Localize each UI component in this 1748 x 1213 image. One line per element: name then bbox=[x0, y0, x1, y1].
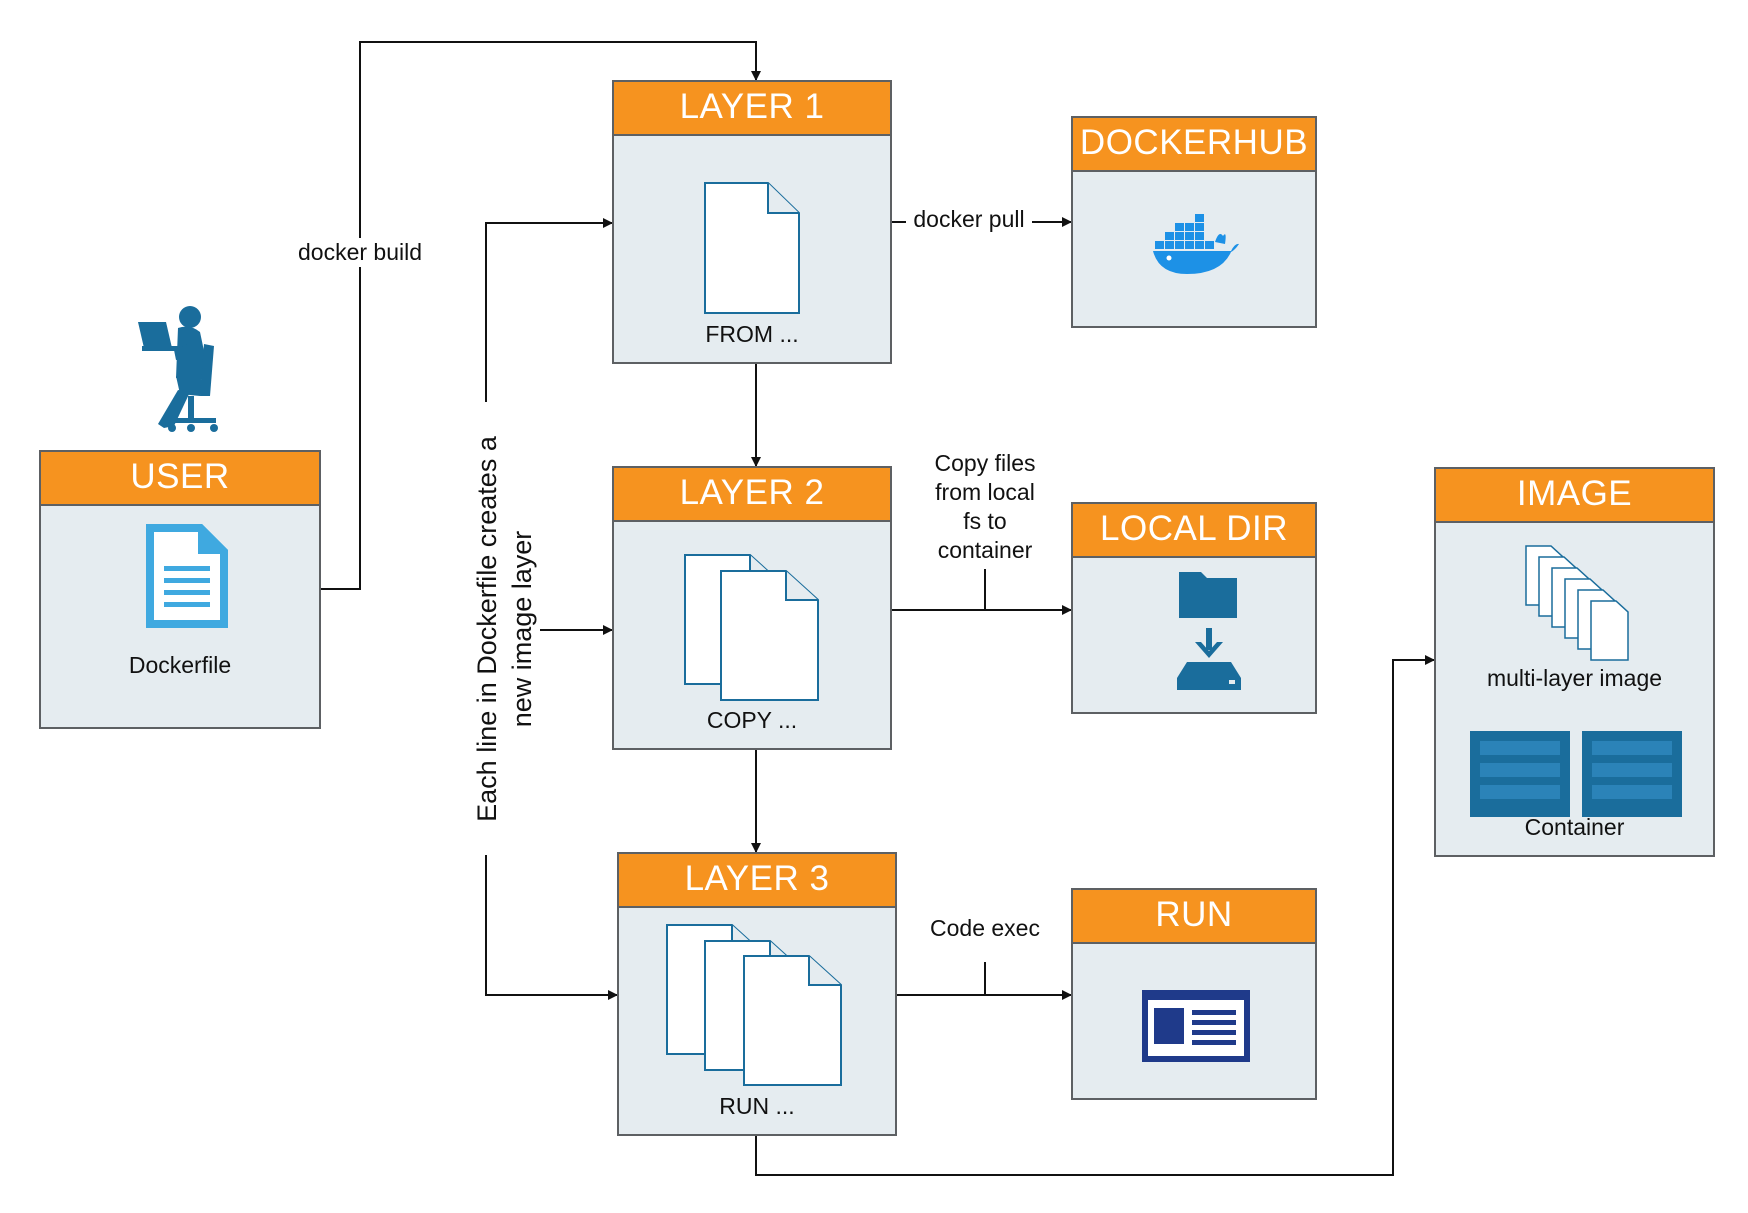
layer2-caption: COPY ... bbox=[706, 707, 798, 733]
label-docker-build: docker build bbox=[286, 238, 434, 267]
layer3-title: LAYER 3 bbox=[619, 854, 895, 908]
label-code-exec: Code exec bbox=[915, 914, 1055, 943]
edge-each-line-layer3 bbox=[485, 855, 618, 1000]
layer1-caption: FROM ... bbox=[705, 321, 799, 347]
edge-layer3-image bbox=[755, 655, 1435, 1176]
edge-each-line-layer1 bbox=[485, 218, 613, 402]
file-stack-icon bbox=[666, 924, 842, 1086]
label-copy-files-line1: Copy files bbox=[934, 450, 1036, 476]
person-at-laptop-icon bbox=[138, 306, 218, 432]
image-title: IMAGE bbox=[1436, 469, 1713, 523]
user-caption: Dockerfile bbox=[128, 652, 232, 678]
run-title: RUN bbox=[1073, 890, 1315, 944]
layer1-box[interactable]: LAYER 1 FROM ... bbox=[612, 80, 892, 364]
folder-download-icon bbox=[1177, 572, 1241, 690]
docker-whale-icon bbox=[1153, 214, 1239, 274]
localdir-title: LOCAL DIR bbox=[1073, 504, 1315, 558]
label-each-line: Each line in Dockerfile creates a new im… bbox=[470, 419, 540, 839]
label-copy-files-line3: fs to bbox=[963, 508, 1007, 534]
application-window-icon bbox=[1142, 990, 1250, 1062]
document-icon bbox=[146, 524, 228, 628]
image-caption-multilayer: multi-layer image bbox=[1436, 665, 1713, 692]
user-title: USER bbox=[41, 452, 319, 506]
localdir-box[interactable]: LOCAL DIR bbox=[1071, 502, 1317, 714]
layer3-caption: RUN ... bbox=[719, 1093, 795, 1119]
label-each-line-1: Each line in Dockerfile creates a bbox=[472, 436, 502, 822]
container-icon bbox=[1470, 731, 1682, 817]
layer1-title: LAYER 1 bbox=[614, 82, 890, 136]
label-copy-files-line2: from local bbox=[935, 479, 1035, 505]
layer2-title: LAYER 2 bbox=[614, 468, 890, 522]
layer2-box[interactable]: LAYER 2 COPY ... bbox=[612, 466, 892, 750]
label-each-line-2: new image layer bbox=[507, 530, 537, 728]
label-copy-files-line4: container bbox=[937, 537, 1033, 563]
dockerhub-box[interactable]: DOCKERHUB bbox=[1071, 116, 1317, 328]
label-copy-files: Copy files from local fs to container bbox=[912, 449, 1058, 565]
multi-layer-image-icon bbox=[1525, 545, 1629, 661]
image-box[interactable]: IMAGE multi-layer image Container bbox=[1434, 467, 1715, 857]
image-caption-container: Container bbox=[1524, 814, 1625, 840]
layer3-box[interactable]: LAYER 3 RUN ... bbox=[617, 852, 897, 1136]
label-docker-pull: docker pull bbox=[906, 205, 1032, 234]
dockerhub-title: DOCKERHUB bbox=[1073, 118, 1315, 172]
user-box[interactable]: USER Dockerfile bbox=[39, 450, 321, 729]
file-page-icon bbox=[704, 182, 800, 314]
run-box[interactable]: RUN bbox=[1071, 888, 1317, 1100]
file-stack-icon bbox=[684, 554, 819, 701]
edge-docker-build bbox=[320, 41, 761, 590]
